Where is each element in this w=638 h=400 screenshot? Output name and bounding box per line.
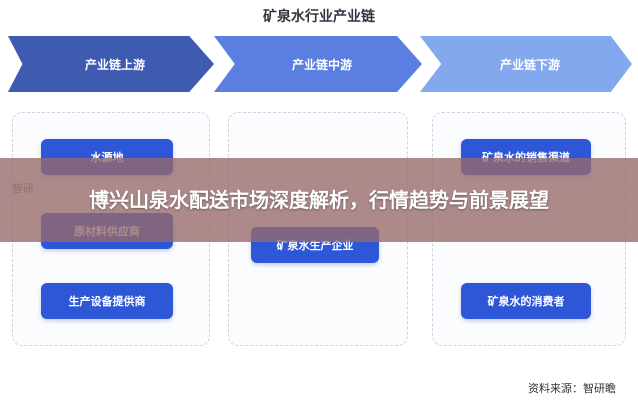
- node-equipment-provider: 生产设备提供商: [41, 283, 173, 319]
- node-consumer: 矿泉水的消费者: [461, 283, 591, 319]
- article-title: 博兴山泉水配送市场深度解析，行情趋势与前景展望: [89, 188, 549, 212]
- article-title-banner: 博兴山泉水配送市场深度解析，行情趋势与前景展望: [0, 158, 638, 242]
- stage-midstream-label: 产业链中游: [291, 57, 352, 72]
- stage-upstream: 产业链上游: [8, 36, 214, 92]
- stage-upstream-label: 产业链上游: [84, 57, 145, 72]
- diagram-title: 矿泉水行业产业链: [263, 9, 375, 25]
- stage-downstream-label: 产业链下游: [499, 57, 560, 72]
- stage-midstream: 产业链中游: [214, 36, 422, 92]
- stage-downstream: 产业链下游: [420, 36, 632, 92]
- source-note: 资料来源：智研瞻: [528, 382, 616, 395]
